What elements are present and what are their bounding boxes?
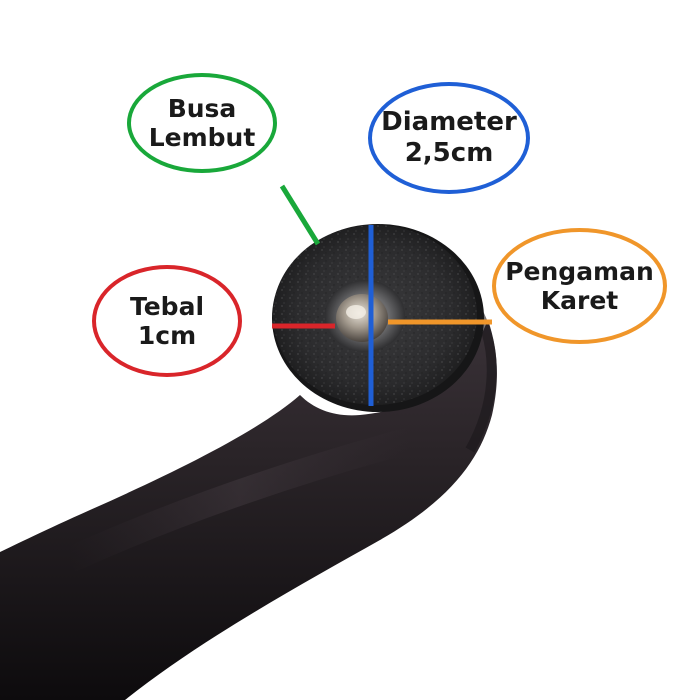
tebal-callout-line1: Tebal — [129, 291, 205, 321]
diameter-callout: Diameter 2,5cm — [368, 82, 530, 194]
tube-body — [0, 320, 497, 700]
busa-pointer-line — [279, 184, 321, 246]
diameter-callout-line1: Diameter — [381, 107, 517, 138]
diameter-callout-line2: 2,5cm — [404, 138, 494, 168]
busa-lembut-callout: Busa Lembut — [127, 73, 277, 173]
tebal-callout-line2: 1cm — [137, 321, 197, 350]
pengaman-karet-callout: Pengaman Karet — [492, 228, 667, 344]
inner-core — [336, 294, 388, 342]
tube-end-face — [272, 224, 484, 412]
busa-callout-line1: Busa — [167, 93, 237, 123]
pengaman-callout-line2: Karet — [540, 286, 619, 315]
tebal-callout: Tebal 1cm — [92, 265, 242, 377]
pengaman-callout-line1: Pengaman — [505, 256, 654, 286]
busa-callout-line2: Lembut — [148, 123, 256, 152]
